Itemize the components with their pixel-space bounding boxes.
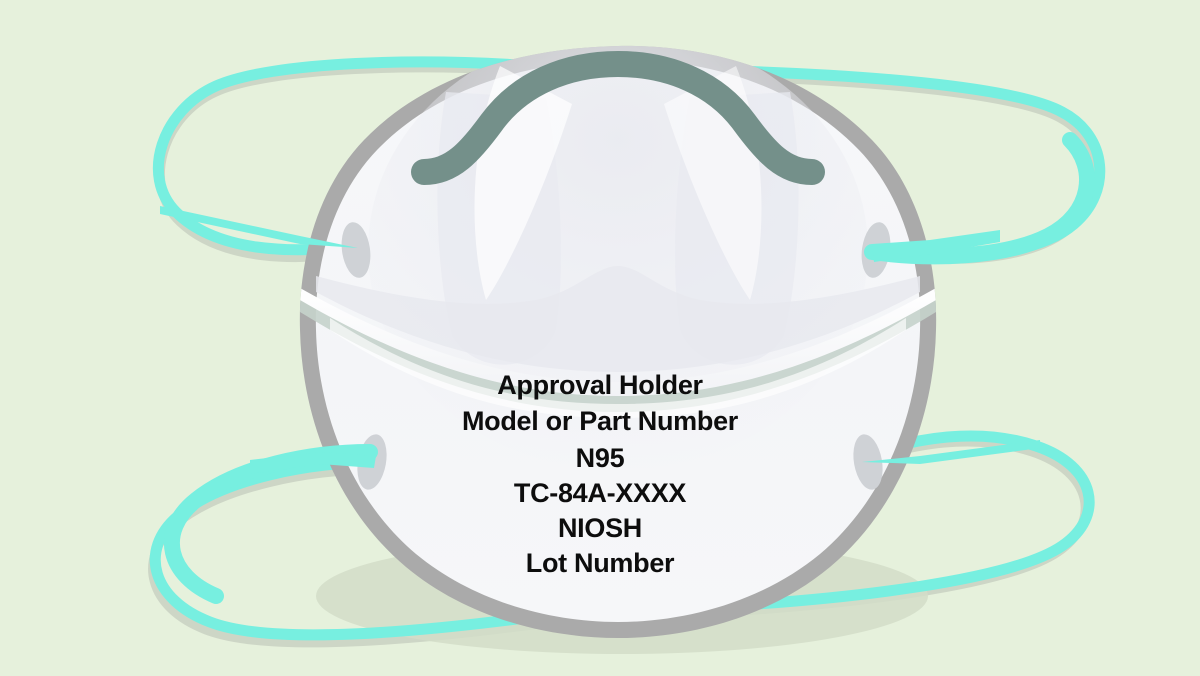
straps-front (160, 132, 1095, 604)
top-strap-right-end (872, 230, 1000, 262)
top-strap-left-behind (152, 56, 566, 256)
label-line-model-or-part-number: Model or Part Number (462, 406, 739, 436)
label-line-certifying-agency: NIOSH (558, 513, 642, 543)
fold-seam-highlight (300, 288, 936, 396)
label-line-approval-holder: Approval Holder (497, 370, 703, 400)
bottom-strap-right-loop (684, 430, 1095, 614)
label-line-filter-class: N95 (576, 443, 625, 473)
label-line-lot-number: Lot Number (526, 548, 675, 578)
chin-cup-wave (316, 266, 920, 372)
label-line-approval-number: TC-84A-XXXX (514, 478, 687, 508)
bottom-strap-left-end (250, 452, 376, 474)
staple-pad-top-left (341, 222, 371, 278)
straps-behind (149, 56, 566, 641)
nosepiece (411, 51, 825, 185)
bottom-strap-right-end (862, 440, 1040, 464)
mask-body-group (299, 45, 937, 638)
top-strap-right-front (864, 132, 1095, 265)
fold-sheen (330, 318, 906, 418)
mask-label-block: Approval Holder Model or Part Number N95… (462, 370, 739, 578)
bottom-strap-left-behind (149, 456, 546, 641)
